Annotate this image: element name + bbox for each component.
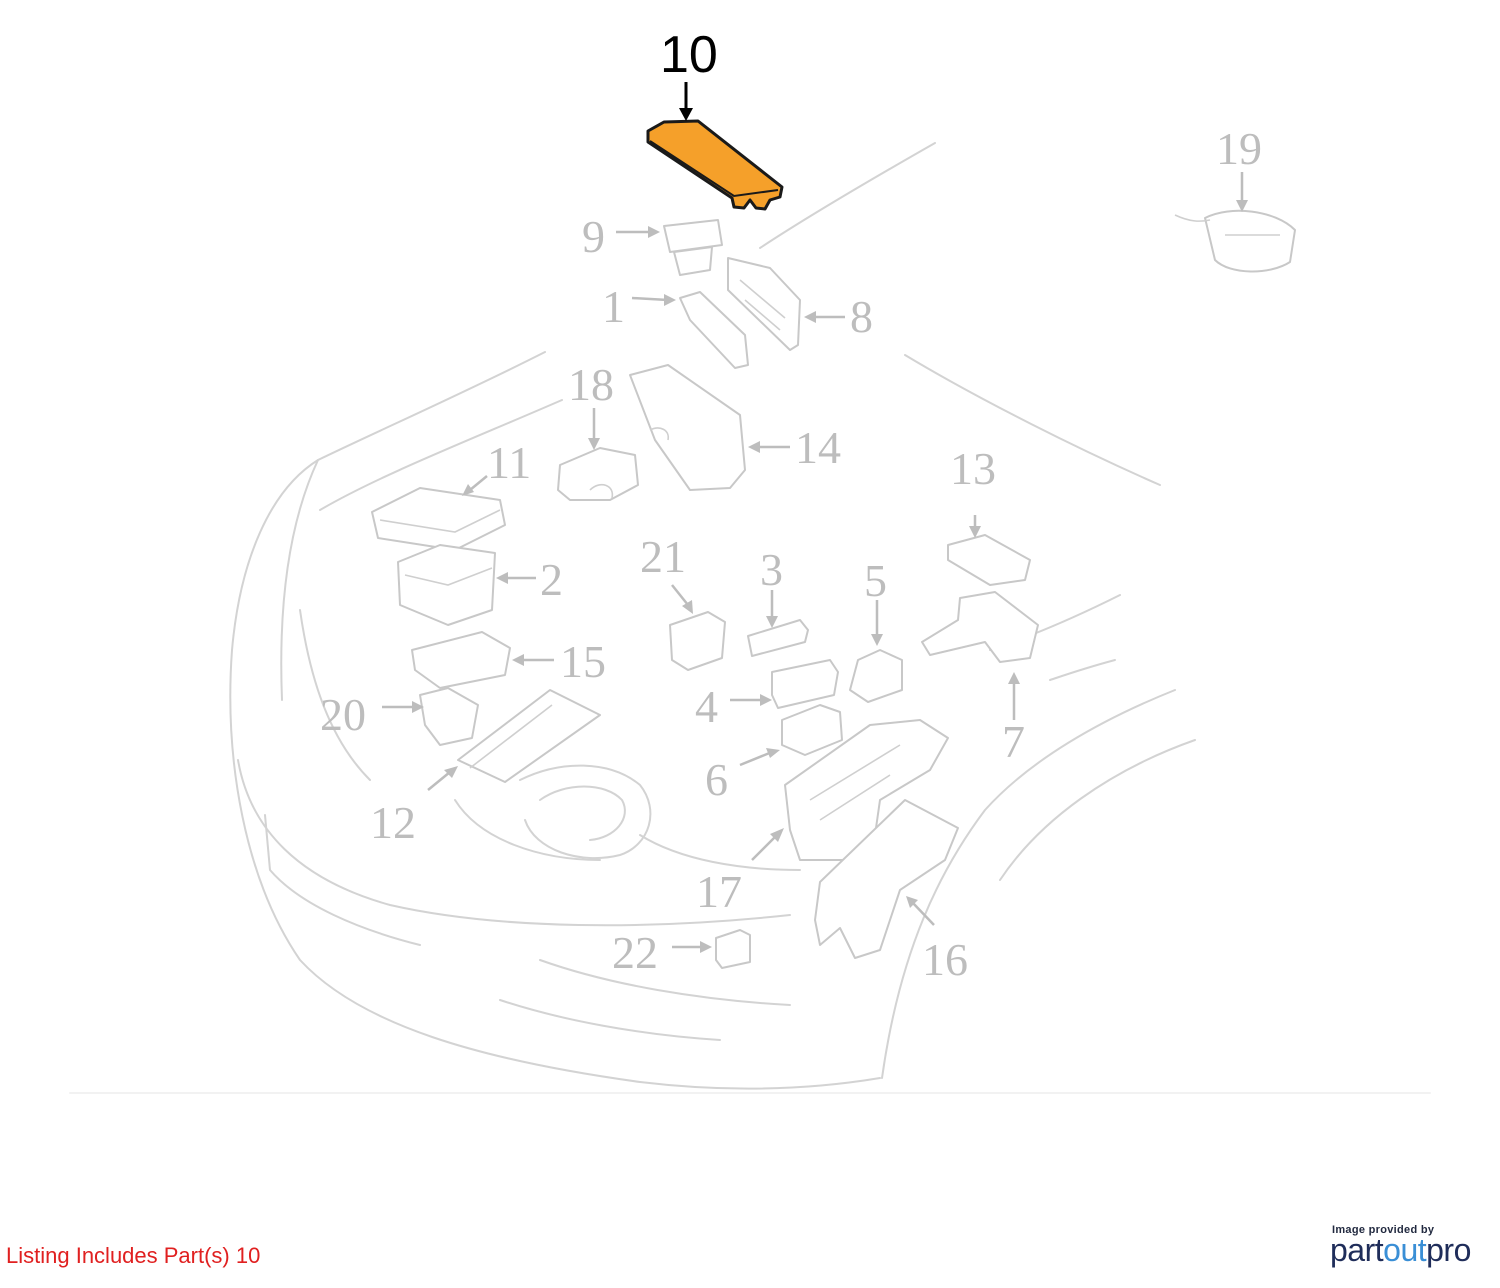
part-10-highlighted	[646, 119, 784, 211]
part-8	[727, 257, 801, 351]
callout-15: 15	[560, 636, 606, 687]
part-2	[397, 544, 496, 626]
callout-3: 3	[760, 544, 783, 595]
part-13	[947, 534, 1031, 586]
part-15	[411, 631, 511, 689]
callout-9: 9	[582, 211, 605, 262]
part-4	[771, 659, 839, 709]
part-12	[457, 689, 601, 783]
part-5	[849, 649, 903, 703]
callout-10: 10	[660, 26, 718, 84]
car-outline	[69, 142, 1431, 1094]
callout-18: 18	[568, 359, 614, 410]
callout-19: 19	[1216, 123, 1262, 174]
callout-7: 7	[1002, 716, 1025, 767]
callout-22: 22	[612, 927, 658, 978]
callout-1: 1	[602, 281, 625, 332]
part-17	[784, 719, 949, 861]
part-7	[921, 591, 1039, 663]
callout-8: 8	[850, 291, 873, 342]
part-18	[557, 447, 639, 501]
callout-arrows	[382, 82, 1248, 953]
callout-17: 17	[696, 866, 742, 917]
callout-11: 11	[487, 437, 531, 488]
callout-16: 16	[922, 934, 968, 985]
listing-includes-text: Listing Includes Part(s) 10	[6, 1243, 261, 1268]
image-credit-caption: Image provided by	[1332, 1224, 1435, 1236]
callout-13: 13	[950, 443, 996, 494]
part-1	[679, 291, 749, 369]
callout-4: 4	[695, 681, 718, 732]
part-6	[781, 704, 843, 756]
callout-12: 12	[370, 797, 416, 848]
logo-part: part	[1330, 1232, 1384, 1268]
part-19	[1174, 209, 1296, 273]
callout-14: 14	[795, 422, 841, 473]
part-14	[629, 364, 746, 491]
callout-2: 2	[540, 554, 563, 605]
part-21	[669, 611, 726, 671]
part-11	[371, 487, 506, 551]
part-22	[715, 929, 751, 969]
callout-5: 5	[864, 555, 887, 606]
logo-pro: pro	[1426, 1232, 1471, 1268]
callout-6: 6	[705, 754, 728, 805]
callout-20: 20	[320, 689, 366, 740]
part-9	[663, 219, 723, 276]
partoutpro-logo: partoutpro	[1330, 1232, 1471, 1269]
part-16	[814, 799, 959, 959]
callout-21: 21	[640, 531, 686, 582]
part-20	[419, 687, 479, 746]
callout-labels: 10 19 9 1 8 18 14 11 13 2 21 3 5 15 20 4…	[320, 26, 1262, 985]
part-3	[747, 619, 809, 657]
logo-out: out	[1383, 1232, 1427, 1268]
